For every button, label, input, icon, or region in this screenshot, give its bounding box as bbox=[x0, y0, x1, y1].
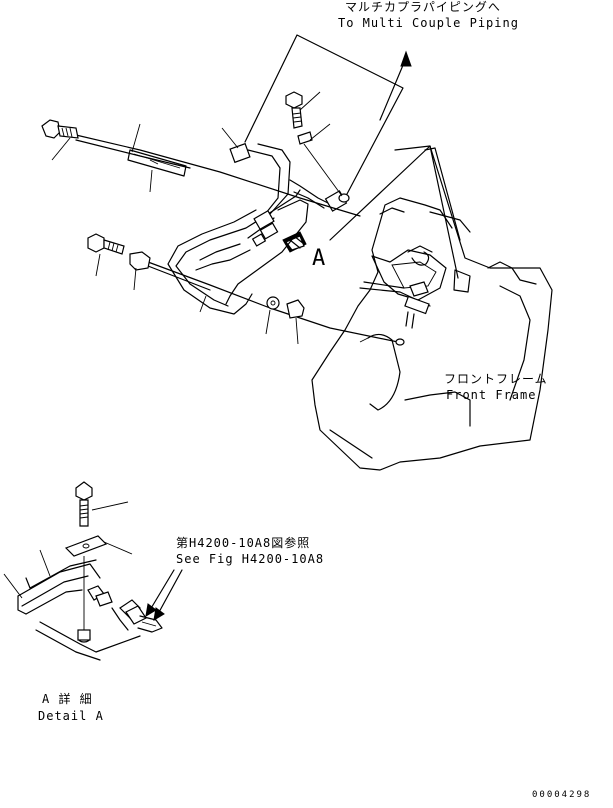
mid-bolt bbox=[285, 91, 343, 197]
detail-label-jp: A 詳 細 bbox=[42, 692, 93, 706]
drawing-number: 00004298 bbox=[532, 790, 592, 800]
tube-assembly bbox=[167, 142, 350, 315]
frame-fittings bbox=[359, 281, 431, 329]
multi-couple-label-jp: マルチカプラパイピングへ bbox=[345, 0, 501, 14]
detail-a-drawing bbox=[3, 481, 183, 661]
see-fig-label-en: See Fig H4200-10A8 bbox=[176, 552, 325, 566]
view-arrow-a bbox=[282, 231, 307, 253]
upper-hose bbox=[41, 119, 361, 217]
view-letter-a: A bbox=[312, 246, 326, 271]
detail-label-en: Detail A bbox=[38, 709, 104, 723]
multi-couple-label-en: To Multi Couple Piping bbox=[338, 16, 519, 30]
see-fig-label-jp: 第H4200-10A8図参照 bbox=[176, 536, 311, 550]
front-frame bbox=[311, 145, 553, 471]
front-frame-label-en: Front Frame bbox=[446, 388, 537, 402]
lower-hose bbox=[87, 233, 405, 346]
leader-lines bbox=[51, 91, 331, 345]
front-frame-label-jp: フロントフレーム bbox=[444, 372, 548, 386]
multi-couple-callout bbox=[244, 34, 412, 195]
